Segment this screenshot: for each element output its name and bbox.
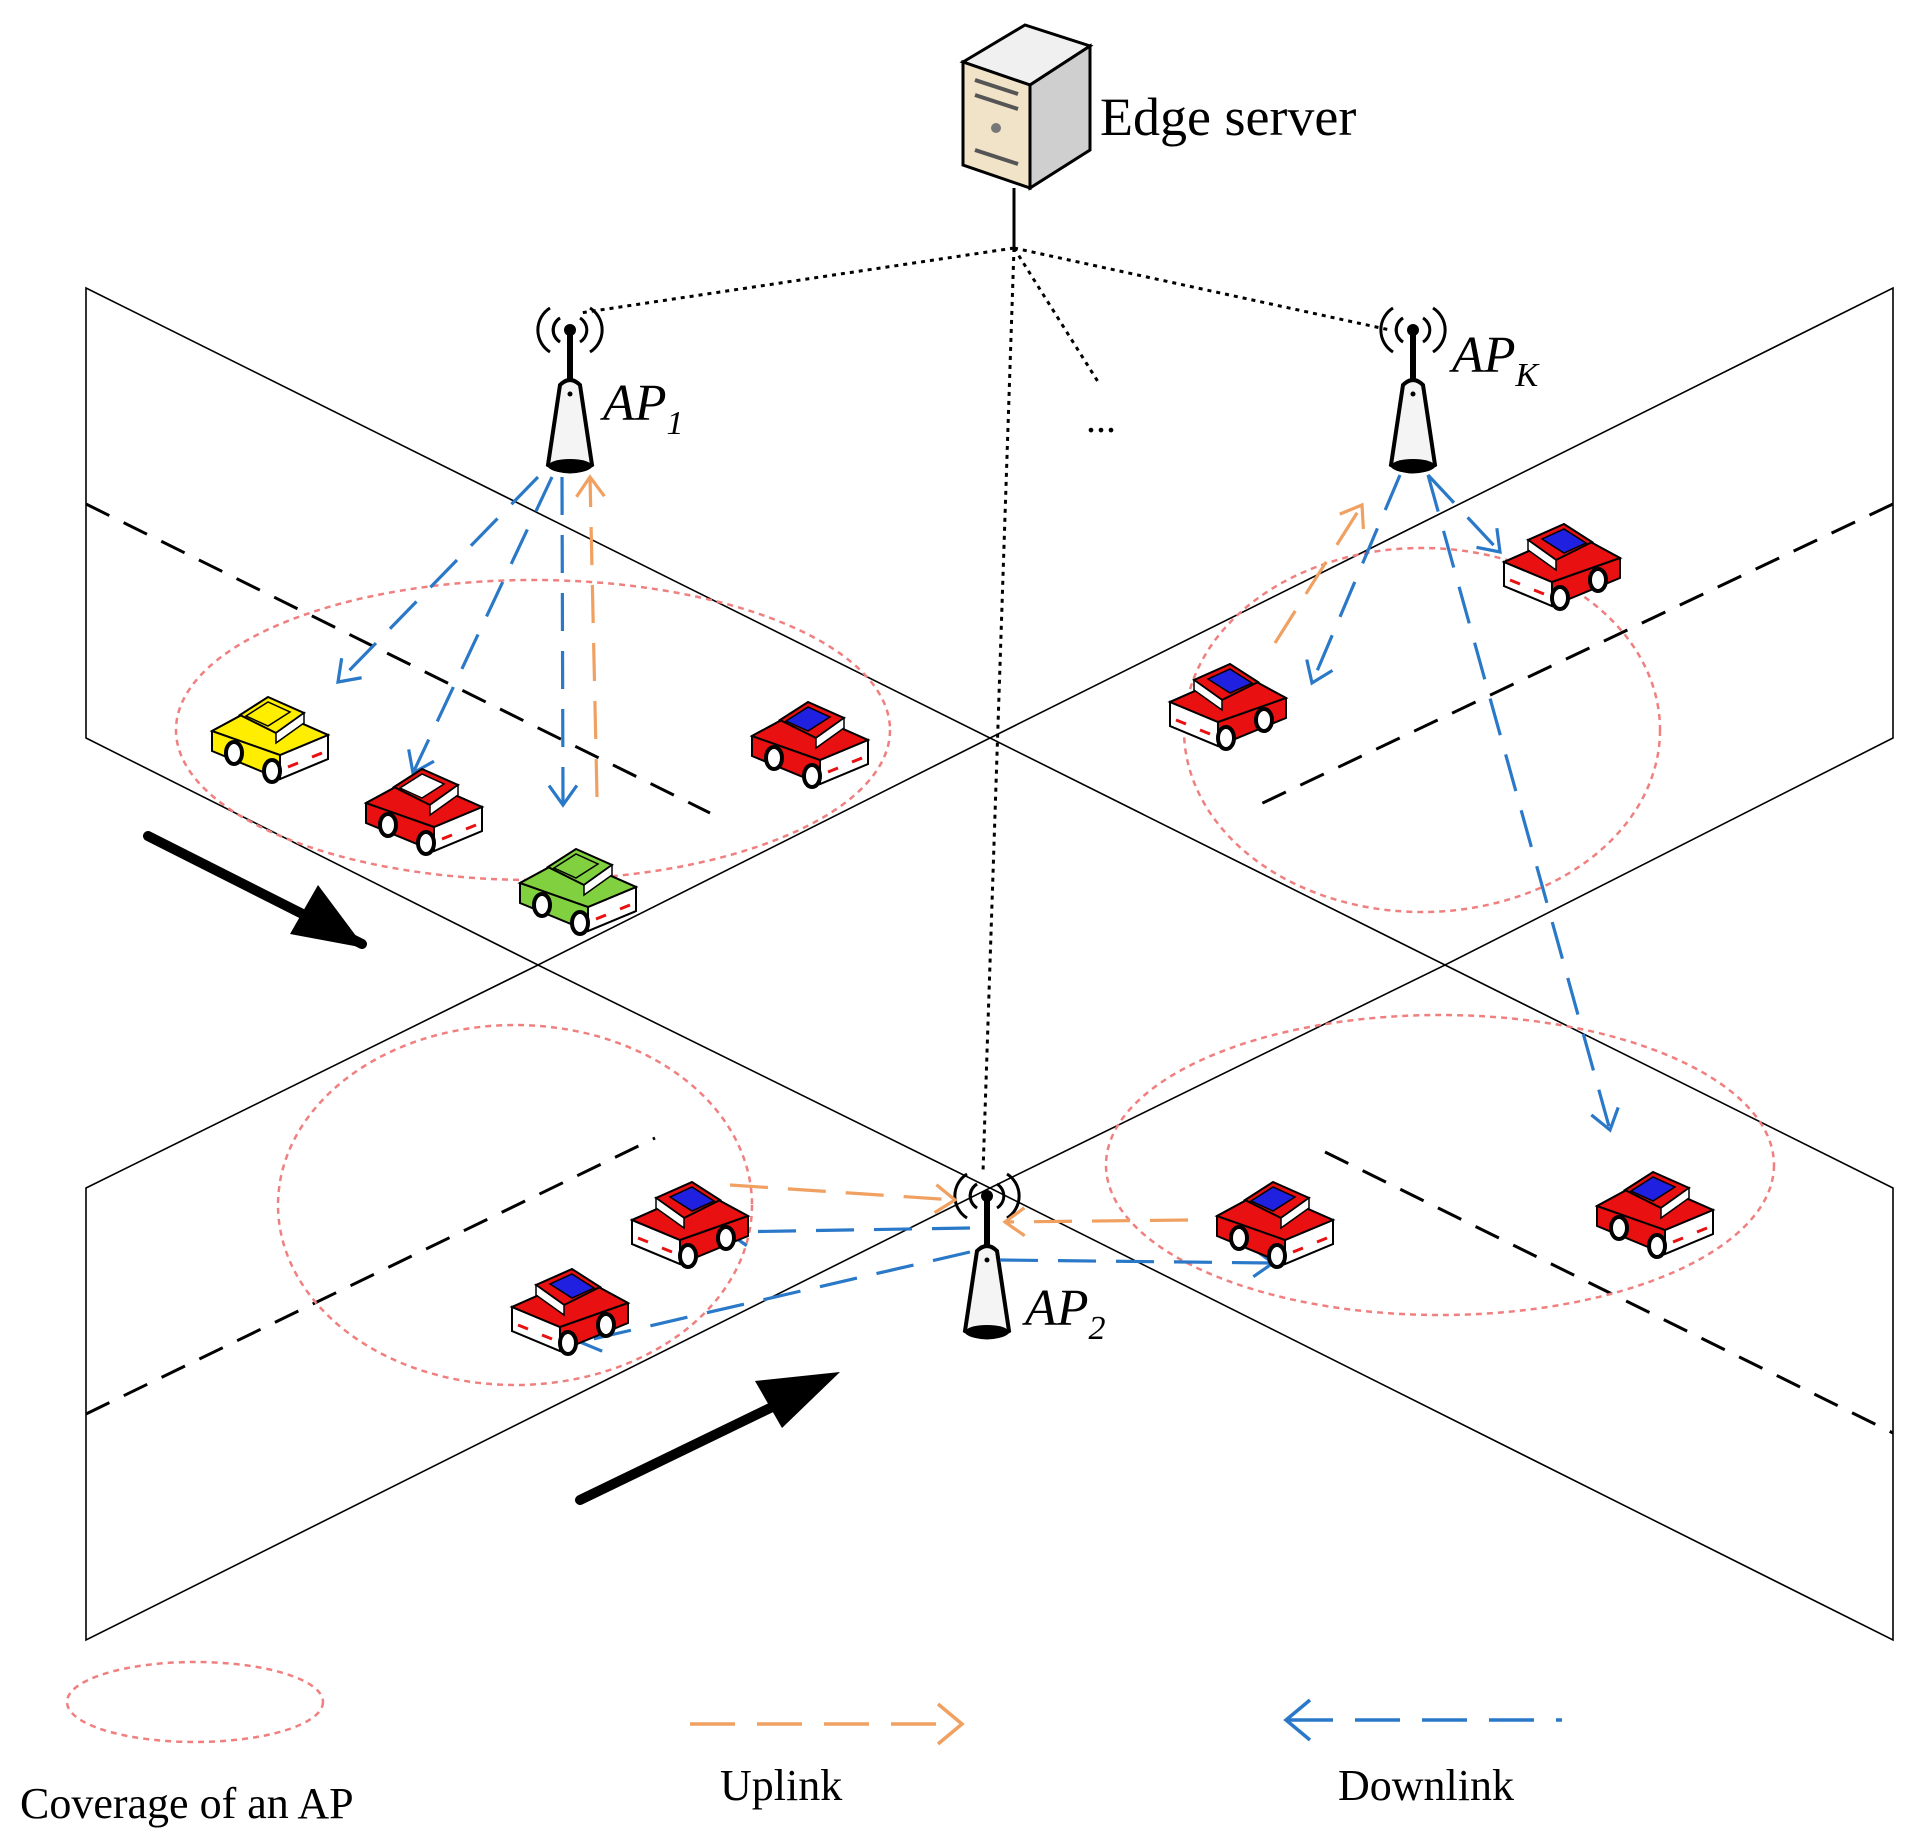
downlink-ap1-green-car [547,476,579,808]
legend-downlink-label: Downlink [1338,1761,1514,1810]
legend-uplink-label: Uplink [720,1761,842,1810]
backhaul-other [1012,247,1102,386]
ap-label-ap1: AP1 [600,375,684,442]
legend-uplink-arrowhead [936,1702,965,1746]
edge-server-icon [959,23,1094,191]
legend-coverage-symbol [65,1660,325,1744]
access-point-ap1: AP1 [536,306,684,474]
car-red-ap1-right [749,700,871,789]
downlink-ap1-red-car [407,476,554,776]
road-top-right [988,286,1894,966]
roads [85,286,1894,1642]
ap-label-ap2: AP2 [1022,1280,1106,1347]
downlink-ap2-left-car-bottom [577,1250,971,1353]
car-red-ap2-left-bottom [509,1267,631,1356]
legend-downlink-arrowhead [1283,1698,1312,1742]
car-red-ap2-right [1214,1180,1336,1269]
uplink-ap2-left-car [729,1183,958,1214]
traffic-direction-arrowhead-bottom [755,1372,840,1428]
antenna-icon [536,306,604,474]
antenna-icon [953,1172,1021,1340]
uplink-ap2-right-car [1002,1206,1189,1238]
uplink-ap1 [575,474,606,798]
car-green [517,847,639,936]
car-red-apk-right [1501,522,1623,611]
coverage-ellipse-ap1 [174,578,892,882]
access-point-ap2: AP2 [953,1172,1106,1347]
uplink-apk [1273,502,1365,644]
lane-divider-top-right [1247,502,1894,812]
downlink-ap1-yellow-car [336,475,540,684]
vehicles [209,522,1716,1356]
edge-server-label: Edge server [1100,87,1356,147]
legend: Coverage of an AP Uplink Downlink [20,1660,1562,1828]
coverage-areas [174,546,1776,1387]
ap-label-apk: APK [1449,327,1541,394]
car-red-apk-left [1167,662,1289,751]
communication-links [336,473,1620,1353]
antenna-icon [1379,306,1447,474]
lane-divider-bottom-left [85,1136,656,1416]
car-red-ap1-front [363,767,485,856]
downlink-ap2-right-car [999,1247,1276,1279]
coverage-ellipse-ap2-left [276,1023,754,1387]
car-red-ap2-far-right [1594,1170,1716,1259]
car-red-ap2-left-top [629,1180,751,1269]
downlink-apk-to-ap2-zone [1426,474,1620,1133]
ellipsis-label: ... [1086,396,1116,441]
coverage-ellipse-ap2-right [1104,1013,1776,1317]
backhaul-ap1 [579,246,1015,315]
downlink-apk-near-car [1305,474,1402,686]
lane-divider-bottom-right [1324,1150,1894,1435]
backhaul-ap2 [981,247,1016,1173]
car-yellow [209,695,331,784]
backhaul-links [579,188,1391,1173]
downlink-apk-far-car [1426,473,1502,555]
downlink-ap2-left-car-top [724,1216,971,1247]
lane-divider-top-left [85,502,711,815]
backhaul-apk [1013,246,1391,332]
road-bottom-right [988,964,1894,1642]
traffic-direction-arrow-bottom [575,1391,800,1505]
road-top-left [85,286,992,966]
access-point-apk: APK [1379,306,1541,474]
legend-coverage-label: Coverage of an AP [20,1779,354,1828]
traffic-direction-arrowhead-top [290,885,365,948]
